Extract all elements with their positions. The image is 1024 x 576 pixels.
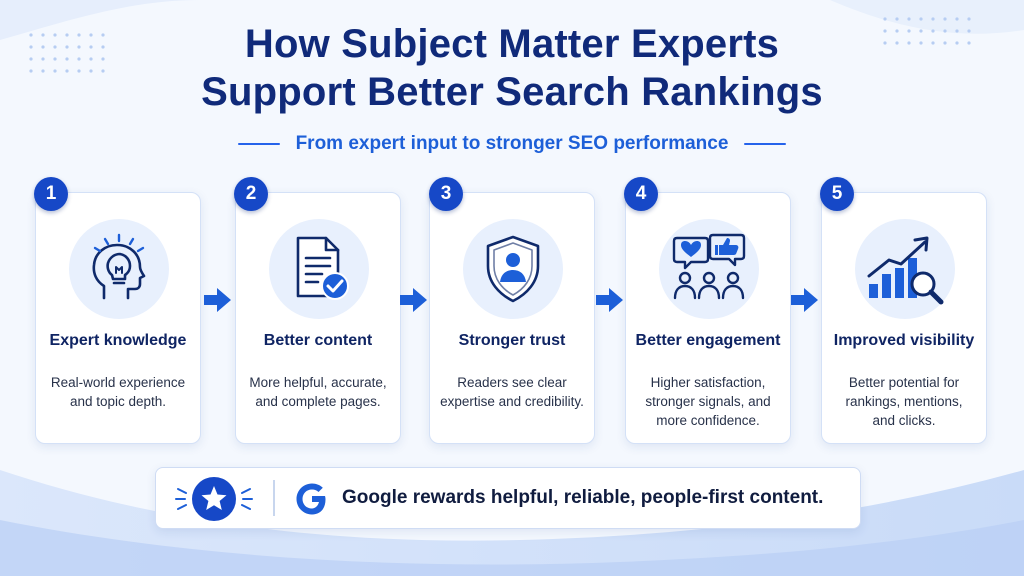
title-line-2: Support Better Search Rankings xyxy=(201,70,823,114)
people-feedback-icon xyxy=(672,233,746,300)
step-description-line: rankings, mentions, xyxy=(845,394,963,409)
step-description-line: more confidence. xyxy=(656,413,760,428)
banner-message: Google rewards helpful, reliable, people… xyxy=(342,487,824,508)
document-check-icon xyxy=(296,236,349,300)
step-description-line: and complete pages. xyxy=(255,394,381,409)
subtitle-rule-right xyxy=(744,143,787,145)
page-title: How Subject Matter Experts Support Bette… xyxy=(0,20,1024,116)
step-badge-4: 4 xyxy=(624,177,658,211)
step-description: Better potential for rankings, mentions,… xyxy=(830,373,978,430)
step-badge-5: 5 xyxy=(820,177,854,211)
step-card-2: Better content More helpful, accurate, a… xyxy=(235,192,401,444)
step-description-line: Higher satisfaction, xyxy=(650,375,766,390)
step-card-3: Stronger trust Readers see clear experti… xyxy=(429,192,595,444)
step-description-line: and topic depth. xyxy=(69,394,167,409)
step-description: Higher satisfaction, stronger signals, a… xyxy=(634,373,782,430)
step-description: Readers see clear expertise and credibil… xyxy=(438,373,586,411)
step-badge-3: 3 xyxy=(429,177,463,211)
step-description-line: expertise and credibility. xyxy=(440,394,584,409)
decorative-dots-right xyxy=(883,17,971,45)
step-description-line: Real-world experience xyxy=(50,375,186,390)
subtitle-rule-left xyxy=(237,143,280,145)
step-title: Better engagement xyxy=(635,332,781,349)
chart-magnifier-icon xyxy=(867,236,944,305)
bottom-banner: Google rewards helpful, reliable, people… xyxy=(155,467,861,529)
star-icon xyxy=(175,477,253,521)
step-description-line: Readers see clear xyxy=(457,375,567,390)
step-description: More helpful, accurate, and complete pag… xyxy=(244,373,392,411)
decorative-dots-left xyxy=(29,33,105,73)
step-description-line: Better potential for xyxy=(848,375,960,390)
step-description-line: and clicks. xyxy=(872,413,936,428)
step-badge-1: 1 xyxy=(34,177,68,211)
step-title: Expert knowledge xyxy=(49,332,187,349)
step-icon-circle xyxy=(69,219,169,319)
step-card-5: Improved visibility Better potential for… xyxy=(821,192,987,444)
step-icon-circle xyxy=(269,219,369,319)
shield-user-icon xyxy=(486,235,540,303)
title-line-1: How Subject Matter Experts xyxy=(244,22,780,66)
subtitle-row: From expert input to stronger SEO perfor… xyxy=(0,133,1024,155)
step-icon-circle xyxy=(855,219,955,319)
head-lightbulb-icon xyxy=(92,233,146,300)
step-description-line: stronger signals, and xyxy=(645,394,771,409)
subtitle: From expert input to stronger SEO perfor… xyxy=(295,133,729,154)
step-card-1: Expert knowledge Real-world experience a… xyxy=(35,192,201,444)
arrow-right-icon xyxy=(791,288,818,312)
arrow-right-icon xyxy=(400,288,427,312)
step-badge-2: 2 xyxy=(234,177,268,211)
step-icon-circle xyxy=(463,219,563,319)
step-description-line: More helpful, accurate, xyxy=(249,375,387,390)
step-icon-circle xyxy=(659,219,759,319)
arrow-right-icon xyxy=(596,288,623,312)
step-description: Real-world experience and topic depth. xyxy=(44,373,192,411)
banner-divider xyxy=(273,480,275,516)
step-title: Improved visibility xyxy=(833,332,975,349)
google-g-icon xyxy=(296,483,326,515)
step-card-4: Better engagement Higher satisfaction, s… xyxy=(625,192,791,444)
step-title: Better content xyxy=(263,332,373,349)
arrow-right-icon xyxy=(204,288,231,312)
step-title: Stronger trust xyxy=(458,332,566,349)
